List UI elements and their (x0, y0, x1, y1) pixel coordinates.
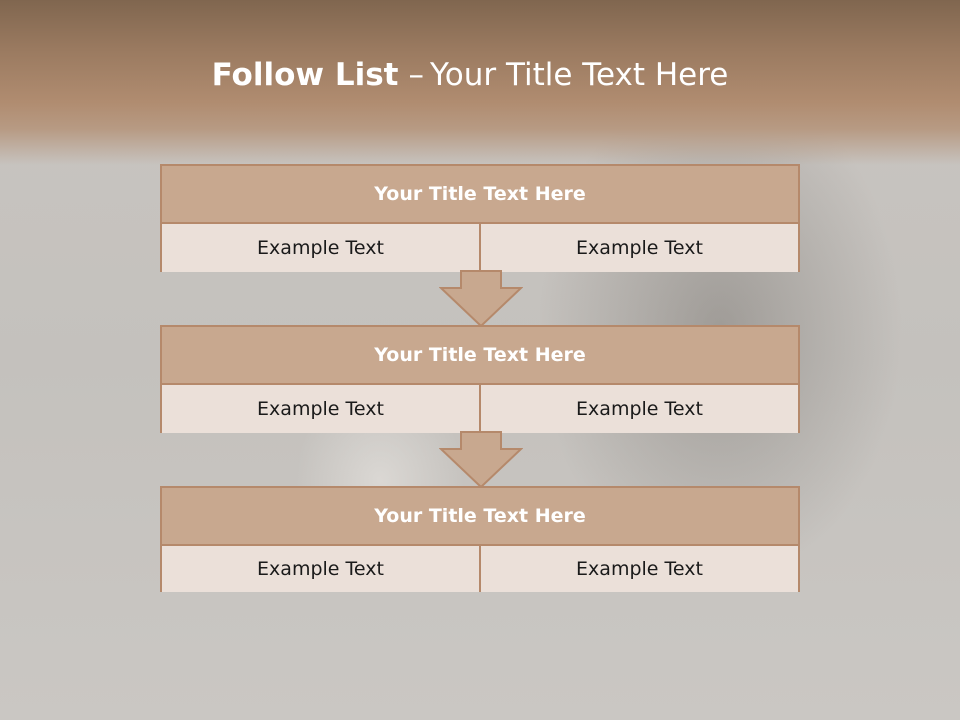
step-block-1: Your Title Text Here Example Text Exampl… (160, 164, 800, 272)
step-cell-right: Example Text (479, 385, 798, 433)
step-cell-left: Example Text (162, 385, 479, 433)
step-block-3: Your Title Text Here Example Text Exampl… (160, 486, 800, 592)
header-band (0, 0, 960, 165)
step-row: Example Text Example Text (162, 544, 798, 592)
slide-title: Follow List–Your Title Text Here (0, 52, 940, 98)
title-subtitle: Your Title Text Here (429, 57, 729, 93)
down-arrow-icon (439, 270, 523, 328)
step-cell-left: Example Text (162, 546, 479, 592)
step-cell-right: Example Text (479, 546, 798, 592)
step-title: Your Title Text Here (162, 327, 798, 383)
title-main: Follow List (211, 57, 399, 93)
step-title: Your Title Text Here (162, 166, 798, 222)
step-cell-left: Example Text (162, 224, 479, 272)
step-block-2: Your Title Text Here Example Text Exampl… (160, 325, 800, 433)
step-title: Your Title Text Here (162, 488, 798, 544)
step-row: Example Text Example Text (162, 383, 798, 433)
step-cell-right: Example Text (479, 224, 798, 272)
title-separator: – (408, 57, 424, 93)
step-row: Example Text Example Text (162, 222, 798, 272)
down-arrow-icon (439, 431, 523, 489)
